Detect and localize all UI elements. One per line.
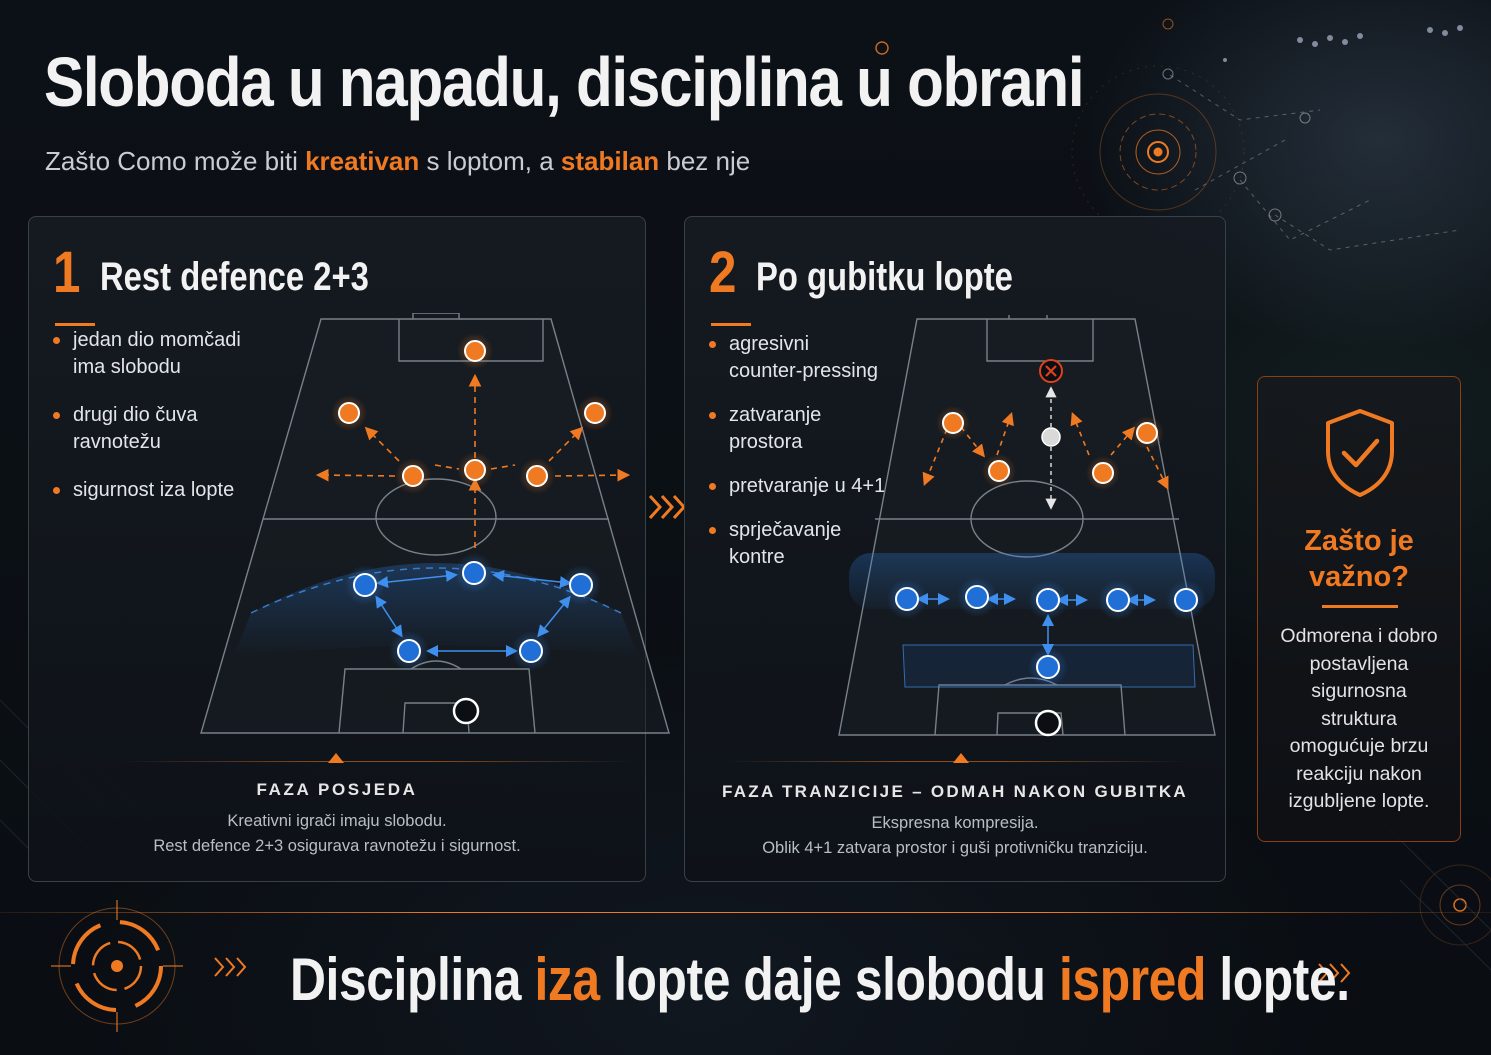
panel-underline xyxy=(711,323,751,326)
pitch-diagram-transition xyxy=(838,315,1216,737)
defender-marker xyxy=(353,573,377,597)
pitch-diagram-possession xyxy=(200,313,670,734)
defender-marker xyxy=(462,561,486,585)
footer-divider xyxy=(0,912,1491,913)
bullet-item: sigurnost iza lopte xyxy=(51,477,241,504)
caption-title: FAZA TRANZICIJE – ODMAH NAKON GUBITKA xyxy=(721,782,1189,801)
caption-line: Oblik 4+1 zatvara prostor i guši protivn… xyxy=(762,839,1148,857)
panel-title: Rest defence 2+3 xyxy=(100,255,369,299)
shield-check-icon xyxy=(1326,409,1394,497)
defender-marker xyxy=(1174,588,1198,612)
panel-title: Po gubitku lopte xyxy=(756,255,1013,299)
defender-marker xyxy=(1036,588,1060,612)
defender-marker xyxy=(1036,655,1060,679)
defender-marker xyxy=(1106,588,1130,612)
presser-marker xyxy=(988,460,1010,482)
panel-underline xyxy=(55,323,95,326)
goalkeeper-marker xyxy=(1034,709,1062,737)
attacker-marker xyxy=(402,465,424,487)
caption-line: Ekspresna kompresija. xyxy=(871,814,1039,832)
footer-slogan: Disciplina iza lopte daje slobodu ispred… xyxy=(290,946,1350,1013)
attacker-marker xyxy=(584,402,606,424)
caption-line: Kreativni igrači imaju slobodu. xyxy=(227,812,447,830)
caption-marker xyxy=(328,753,344,763)
defender-marker xyxy=(569,573,593,597)
attacker-marker xyxy=(464,459,486,481)
defender-marker xyxy=(895,587,919,611)
chevron-right-icon xyxy=(648,494,687,520)
why-underline xyxy=(1322,605,1398,608)
bullet-item: pretvaranje u 4+1 xyxy=(707,473,885,500)
defender-marker xyxy=(519,639,543,663)
caption-line: Rest defence 2+3 osigurava ravnotežu i s… xyxy=(153,837,521,855)
panel-number: 2 xyxy=(709,240,737,305)
defender-marker xyxy=(397,639,421,663)
defender-marker xyxy=(965,585,989,609)
caption-title: FAZA POSJEDA xyxy=(256,780,418,799)
presser-marker xyxy=(1092,462,1114,484)
panel-number: 1 xyxy=(53,240,81,305)
page-subtitle: Zašto Como može biti kreativan s loptom,… xyxy=(45,146,751,176)
close-icon xyxy=(1045,365,1057,377)
caption-marker xyxy=(953,753,969,763)
ball-marker xyxy=(1041,427,1061,447)
attacker-marker xyxy=(526,465,548,487)
presser-marker xyxy=(942,412,964,434)
page-title: Sloboda u napadu, disciplina u obrani xyxy=(44,43,1085,121)
goalkeeper-marker xyxy=(452,697,480,725)
presser-marker xyxy=(1136,422,1158,444)
attacker-marker xyxy=(338,402,360,424)
attacker-marker xyxy=(464,340,486,362)
why-text: Odmorena i dobro postavljena sigurnosna … xyxy=(1280,625,1438,812)
